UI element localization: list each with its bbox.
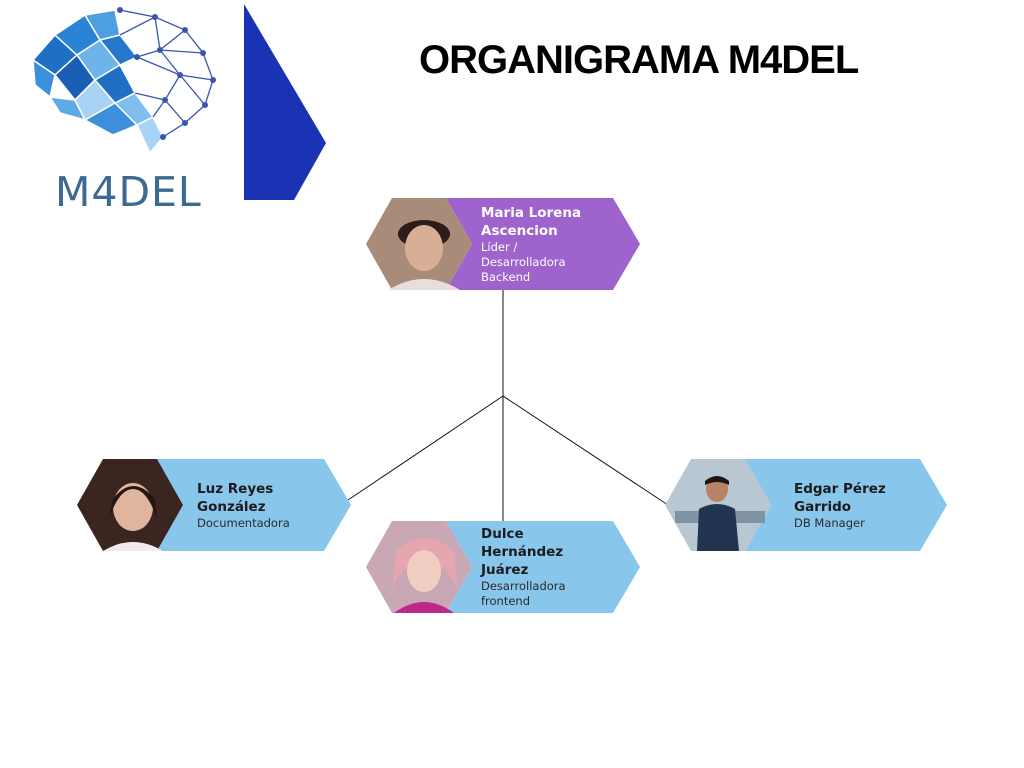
member-role: Líder / Desarrolladora Backend [481, 239, 566, 284]
member-name: Luz Reyes González [197, 480, 274, 515]
org-card-right: Edgar Pérez Garrido DB Manager [665, 459, 947, 551]
card-shape [366, 198, 640, 290]
connector-left [347, 395, 504, 501]
connector-right [502, 395, 669, 506]
card-shape [77, 459, 351, 551]
m4del-logo: M4DEL [25, 5, 225, 220]
card-shape [665, 459, 947, 551]
org-card-lead: Maria Lorena Ascencion Líder / Desarroll… [366, 198, 640, 290]
member-name: Dulce Hernández Juárez [481, 526, 564, 578]
org-card-center: Dulce Hernández Juárez Desarrolladora fr… [366, 521, 640, 613]
page-title: ORGANIGRAMA M4DEL [419, 38, 859, 82]
member-name: Edgar Pérez Garrido [794, 480, 886, 515]
logo-wordmark: M4DEL [55, 168, 202, 216]
org-card-left: Luz Reyes González Documentadora [77, 459, 351, 551]
member-name: Maria Lorena Ascencion [481, 204, 582, 239]
decorative-arrow-shape [244, 4, 326, 200]
brain-network-icon [31, 7, 216, 155]
member-role: Documentadora [197, 515, 290, 530]
member-role: DB Manager [794, 515, 865, 530]
card-shape [366, 521, 640, 613]
member-role: Desarrolladora frontend [481, 579, 566, 608]
